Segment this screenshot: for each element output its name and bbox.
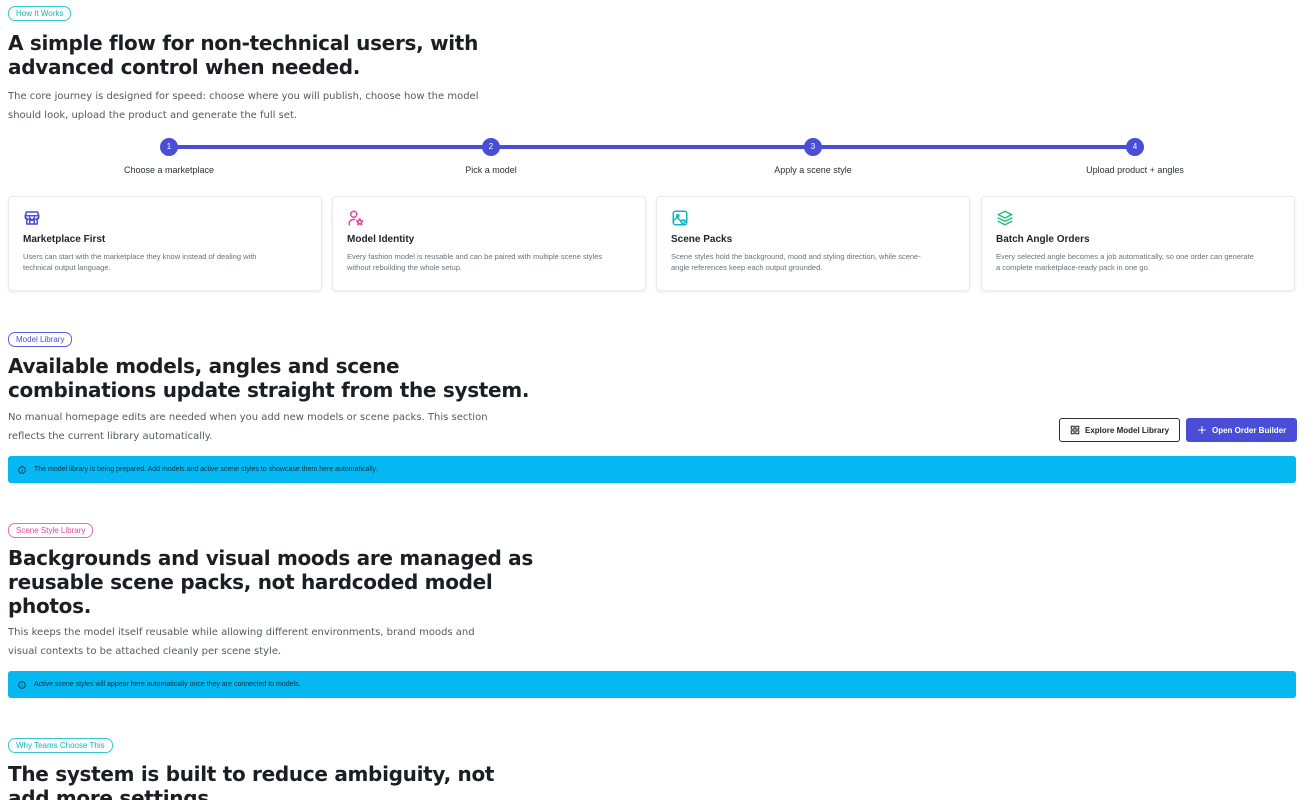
notice-text: The model library is being prepared. Add… — [34, 466, 378, 473]
heading-line: The system is built to reduce ambiguity,… — [8, 762, 495, 786]
step-dot-3: 3 — [804, 138, 822, 156]
lead-line: No manual homepage edits are needed when… — [8, 412, 488, 423]
desc-line: a complete marketplace-ready pack in one… — [996, 263, 1150, 272]
desc-line: Users can start with the marketplace the… — [23, 252, 257, 261]
feature-title: Marketplace First — [23, 234, 106, 245]
lead-line: visual contexts to be attached cleanly p… — [8, 646, 282, 657]
image-heart-icon — [672, 210, 688, 226]
stepper-track — [169, 145, 1135, 149]
how-it-works-badge: How It Works — [8, 6, 72, 21]
step-label-3: Apply a scene style — [774, 165, 852, 175]
heading-line: photos. — [8, 594, 91, 618]
user-star-icon — [348, 210, 364, 226]
scene-library-badge: Scene Style Library — [8, 523, 94, 538]
feature-card-marketplace: Marketplace First Users can start with t… — [8, 196, 322, 291]
scene-library-heading: Backgrounds and visual moods are managed… — [8, 546, 1296, 618]
heading-line: A simple flow for non-technical users, w… — [8, 31, 479, 55]
progress-stepper: 1 2 3 4 Choose a marketplace Pick a mode… — [8, 137, 1296, 177]
model-library-section: Model Library Available models, angles a… — [8, 329, 1296, 446]
desc-line: Every selected angle becomes a job autom… — [996, 252, 1254, 261]
how-it-works-lead: The core journey is designed for speed: … — [8, 87, 1296, 125]
lead-line: The core journey is designed for speed: … — [8, 91, 479, 102]
why-teams-heading: The system is built to reduce ambiguity,… — [8, 762, 1296, 800]
explore-model-library-button[interactable]: Explore Model Library — [1059, 418, 1181, 442]
lead-line: reflects the current library automatical… — [8, 431, 213, 442]
info-icon — [18, 680, 26, 689]
step-label-4: Upload product + angles — [1086, 165, 1184, 175]
heading-line: combinations update straight from the sy… — [8, 378, 530, 402]
model-library-badge: Model Library — [8, 332, 73, 347]
grid-icon — [1070, 425, 1080, 435]
model-library-heading: Available models, angles and scene combi… — [8, 354, 1296, 402]
why-teams-section: Why Teams Choose This The system is buil… — [8, 735, 1296, 800]
scene-library-section: Scene Style Library Backgrounds and visu… — [8, 520, 1296, 661]
feature-title: Batch Angle Orders — [996, 234, 1090, 245]
desc-line: without rebuilding the whole setup. — [347, 263, 463, 272]
sparkle-icon — [1198, 426, 1206, 434]
feature-title: Model Identity — [347, 234, 415, 245]
feature-cards: Marketplace First Users can start with t… — [8, 196, 1296, 292]
desc-line: Every fashion model is reusable and can … — [347, 252, 603, 261]
scene-library-notice: Active scene styles will appear here aut… — [8, 671, 1296, 698]
info-icon — [18, 465, 26, 474]
feature-desc: Every fashion model is reusable and can … — [347, 251, 631, 273]
feature-card-scene-packs: Scene Packs Scene styles hold the backgr… — [656, 196, 970, 291]
layers-icon — [997, 210, 1013, 226]
open-order-builder-button[interactable]: Open Order Builder — [1186, 418, 1298, 442]
step-label-1: Choose a marketplace — [123, 165, 215, 175]
lead-line: should look, upload the product and gene… — [8, 110, 298, 121]
how-it-works-section: How It Works A simple flow for non-techn… — [8, 3, 1296, 125]
scene-library-lead: This keeps the model itself reusable whi… — [8, 623, 1296, 661]
desc-line: technical output language. — [23, 263, 111, 272]
desc-line: angle references keep each output ground… — [671, 263, 823, 272]
heading-line: Backgrounds and visual moods are managed… — [8, 546, 533, 570]
feature-card-model-identity: Model Identity Every fashion model is re… — [332, 196, 646, 291]
step-label-2: Pick a model — [465, 165, 517, 175]
how-it-works-heading: A simple flow for non-technical users, w… — [8, 31, 1296, 79]
step-dot-1: 1 — [160, 138, 178, 156]
explore-button-label: Explore Model Library — [1085, 425, 1170, 435]
feature-desc: Every selected angle becomes a job autom… — [996, 251, 1280, 273]
why-teams-badge: Why Teams Choose This — [8, 738, 113, 753]
step-dot-4: 4 — [1126, 138, 1144, 156]
heading-line: advanced control when needed. — [8, 55, 361, 79]
feature-desc: Scene styles hold the background, mood a… — [671, 251, 955, 273]
feature-title: Scene Packs — [671, 234, 733, 245]
model-library-lead: No manual homepage edits are needed when… — [8, 408, 1296, 446]
notice-text: Active scene styles will appear here aut… — [34, 681, 301, 688]
heading-line: reusable scene packs, not hardcoded mode… — [8, 570, 493, 594]
heading-line: Available models, angles and scene — [8, 354, 400, 378]
heading-line: add more settings. — [8, 786, 217, 800]
lead-line: This keeps the model itself reusable whi… — [8, 627, 475, 638]
order-button-label: Open Order Builder — [1212, 425, 1287, 435]
feature-desc: Users can start with the marketplace the… — [23, 251, 307, 273]
feature-card-batch-orders: Batch Angle Orders Every selected angle … — [981, 196, 1295, 291]
step-dot-2: 2 — [482, 138, 500, 156]
desc-line: Scene styles hold the background, mood a… — [671, 252, 921, 261]
model-library-notice: The model library is being prepared. Add… — [8, 456, 1296, 483]
store-icon — [24, 211, 40, 225]
